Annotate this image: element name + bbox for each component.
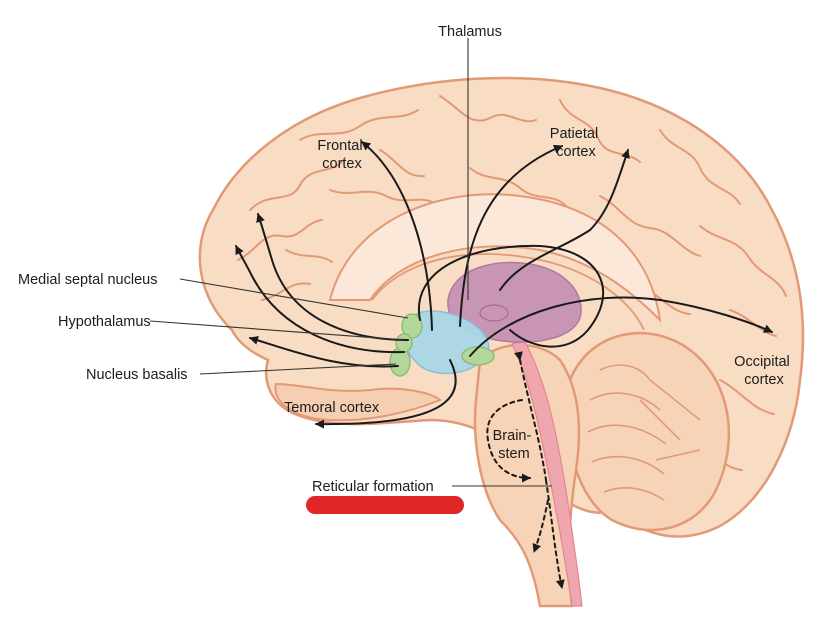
label-nucleus-basalis: Nucleus basalis [86,367,188,383]
medial-septal-nucleus-region [401,313,423,339]
label-occipital-cortex: Occipital cortex [734,354,794,388]
label-frontal-cortex: Frontal cortex [317,138,366,172]
label-temporal-cortex: Temoral cortex [284,400,380,416]
arrow-left-mid [235,245,405,354]
label-reticular-formation: Reticular formation [312,479,434,495]
arrow-left-upper [256,213,409,341]
label-parietal-cortex: Patietal cortex [550,126,602,160]
arrow-to-temporal [315,359,457,429]
labels: Thalamus Frontal cortex Patietal cortex … [18,24,794,495]
corpus-callosum [328,193,662,323]
label-brainstem: Brain- stem [493,428,536,462]
arrow-to-occipital [469,296,773,357]
temporal-lobe [274,382,442,422]
cerebellum [566,331,731,532]
brain-anatomy [198,76,805,608]
leader-lines [149,38,552,487]
arrow-to-frontal [361,141,433,331]
label-thalamus: Thalamus [438,24,502,40]
temporal-nucleus-region [461,346,495,366]
arrow-to-parietal-2 [499,149,630,291]
label-hypothalamus: Hypothalamus [58,314,151,330]
label-medial-septal-nucleus: Medial septal nucleus [18,272,157,288]
reticular-formation-bar [306,496,464,514]
brainstem-dashed-arrows [486,351,565,589]
spinal-cord [511,339,583,607]
arrow-left-lower [249,335,399,368]
arrow-loop-thalamus [417,244,605,348]
projection-arrows [235,141,773,429]
arrow-to-parietal [459,144,563,327]
